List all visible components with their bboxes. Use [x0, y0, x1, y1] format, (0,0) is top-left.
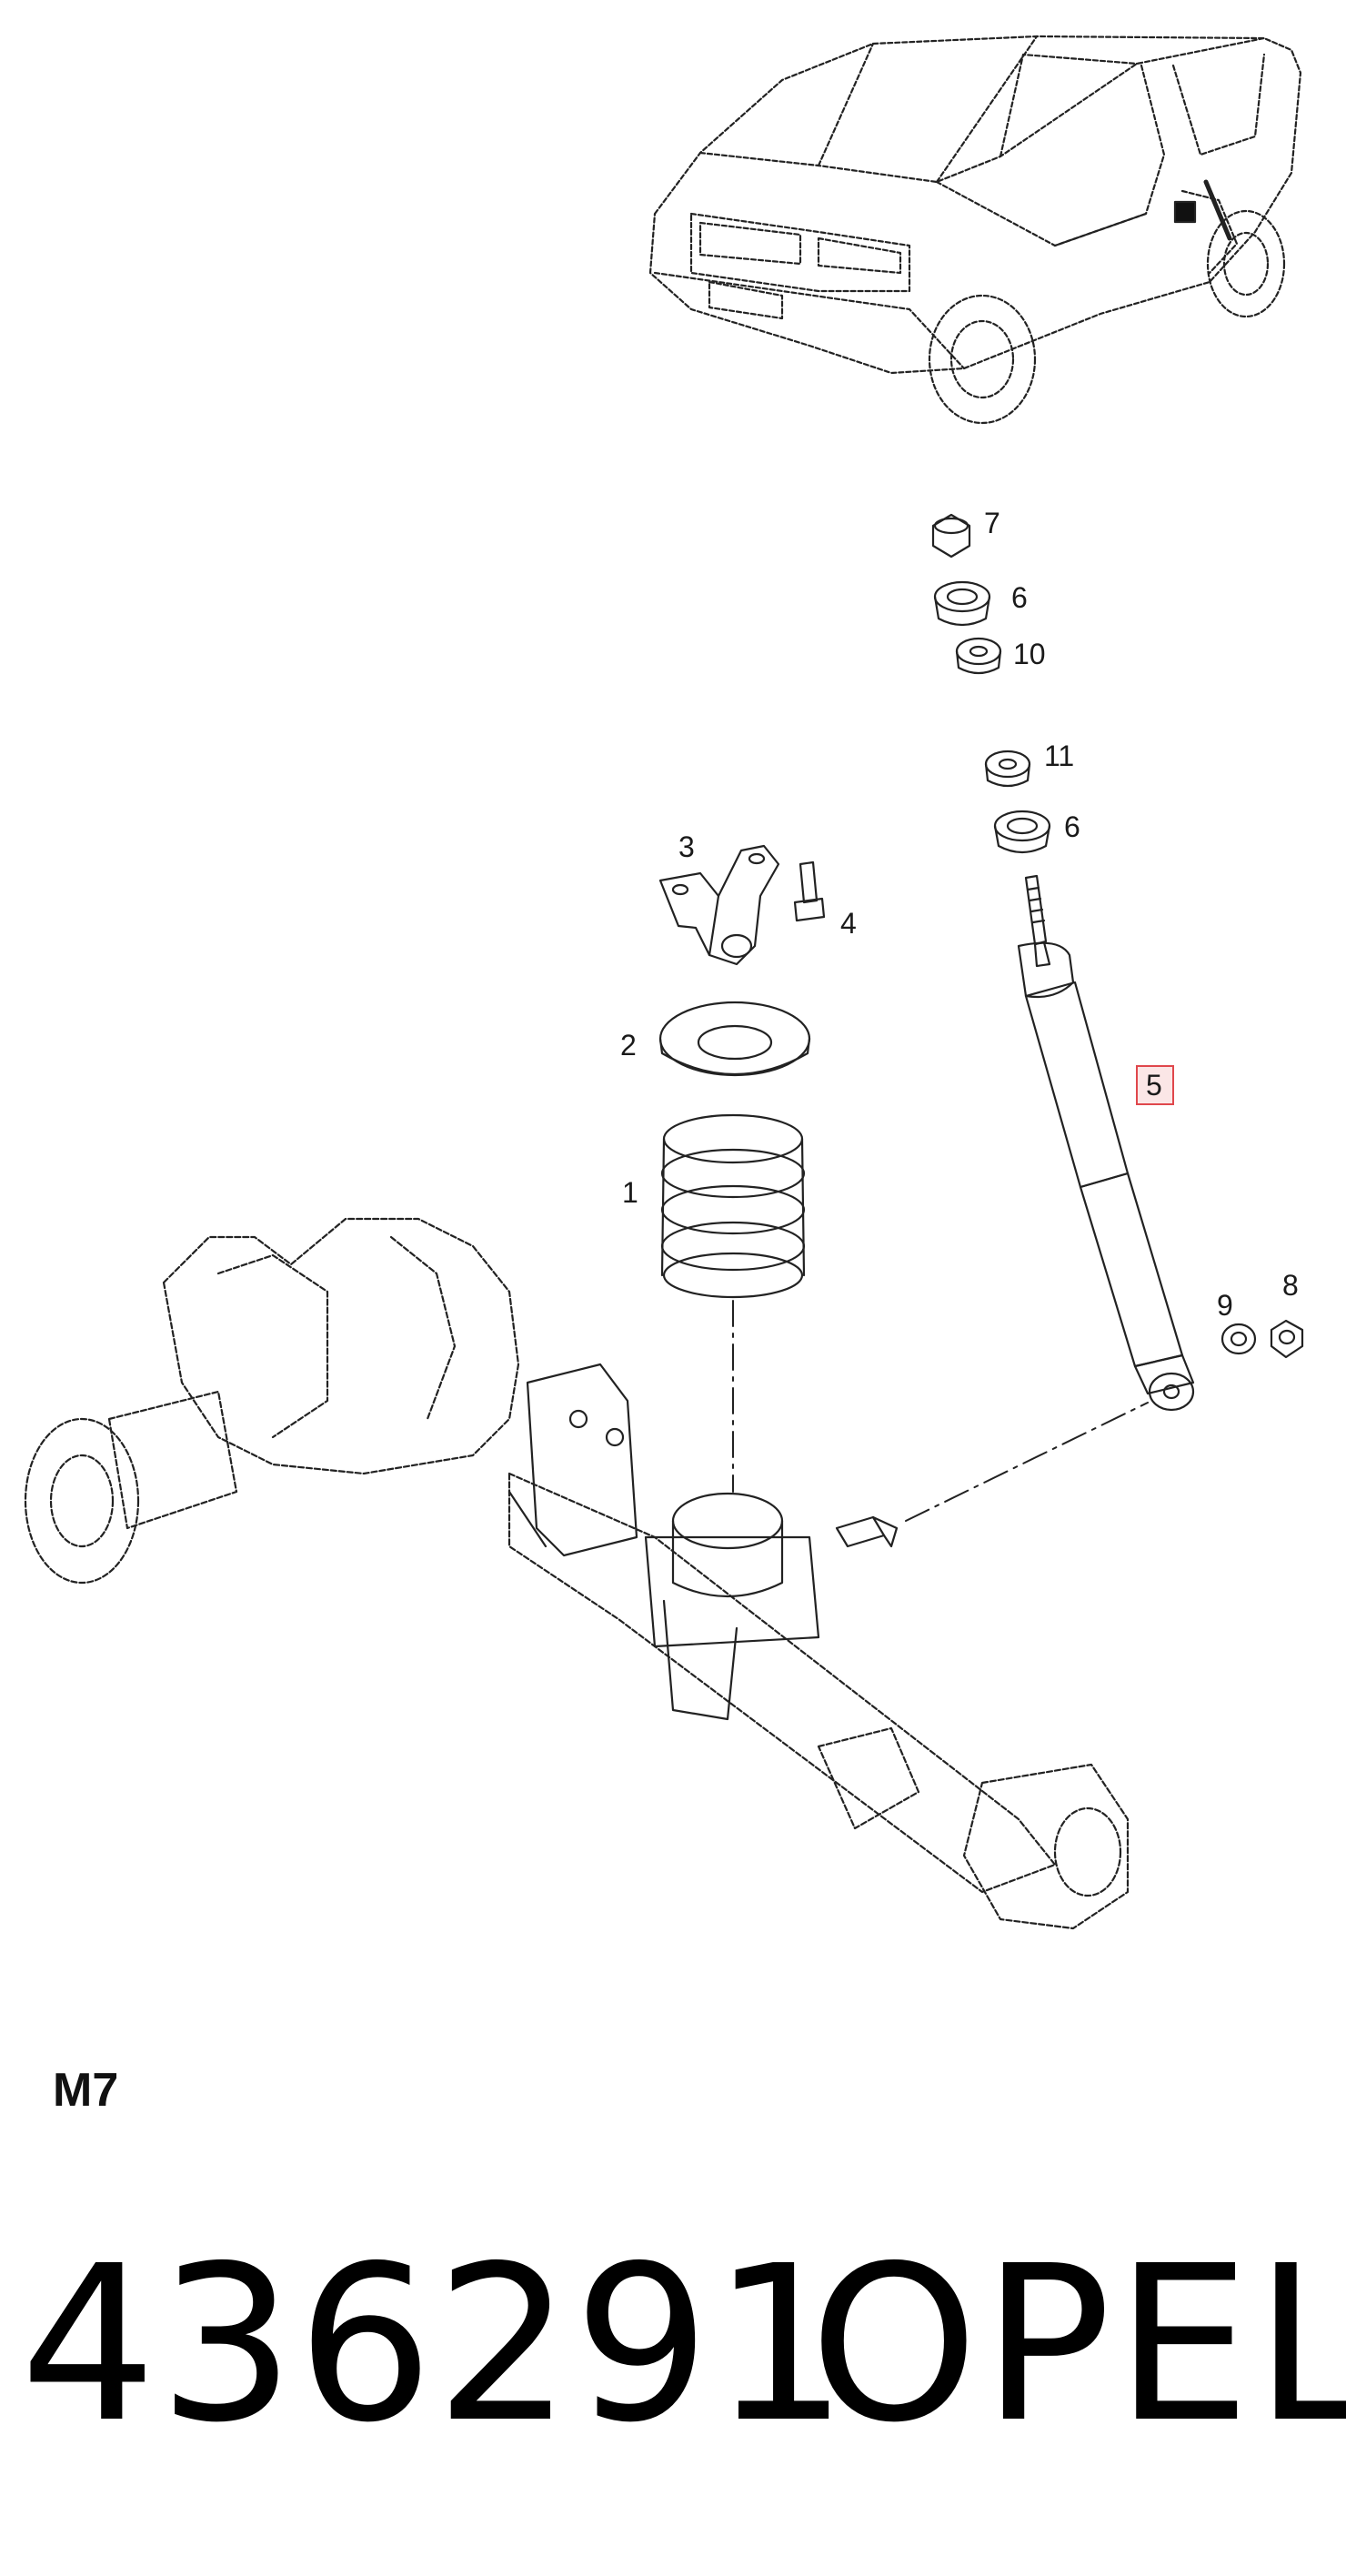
part-8-nut	[1270, 1319, 1304, 1359]
callout-1: 1	[622, 1176, 638, 1209]
callout-6-lower: 6	[1064, 810, 1080, 843]
callout-6-upper: 6	[1011, 581, 1028, 614]
lower-shock-stud	[835, 1515, 899, 1548]
callout-7: 7	[984, 507, 1000, 539]
part-10-bushing	[955, 637, 1002, 675]
assembly-center-lines	[732, 1300, 1149, 1522]
part-9-washer	[1220, 1323, 1257, 1355]
callout-5: 5	[1146, 1069, 1162, 1102]
callout-9: 9	[1217, 1289, 1233, 1322]
rear-axle-assembly	[24, 1217, 1130, 1930]
brand-name: OPEL	[809, 2219, 1346, 2470]
callout-8: 8	[1282, 1269, 1299, 1302]
section-code: M7	[53, 2064, 119, 2117]
part-4-bolt	[793, 860, 826, 922]
part-7-nut	[931, 513, 971, 558]
callout-10: 10	[1013, 638, 1046, 670]
part-5-shock-absorber	[1017, 874, 1195, 1412]
part-6-upper-cup-washer	[933, 580, 991, 627]
callout-4: 4	[840, 907, 857, 940]
callout-11: 11	[1044, 740, 1074, 772]
callout-2: 2	[620, 1029, 637, 1062]
part-1-coil-spring	[660, 1113, 806, 1299]
part-number: 436291	[20, 2219, 850, 2470]
vehicle-shock-location-marker	[1173, 179, 1232, 241]
callout-labels: 7 6 10 11 6 3 4 2 1 5 9 8	[620, 507, 1299, 1322]
part-3-bracket	[658, 844, 780, 966]
callout-3: 3	[678, 830, 695, 863]
callout-5-highlight-box	[1136, 1065, 1174, 1105]
part-6-lower-cup-washer	[993, 810, 1051, 854]
vehicle-illustration	[648, 35, 1302, 425]
axle-spring-pad	[644, 1492, 820, 1721]
axle-bracket	[507, 1363, 638, 1557]
part-2-spring-seat	[658, 1001, 811, 1077]
part-11-bushing	[984, 750, 1031, 788]
